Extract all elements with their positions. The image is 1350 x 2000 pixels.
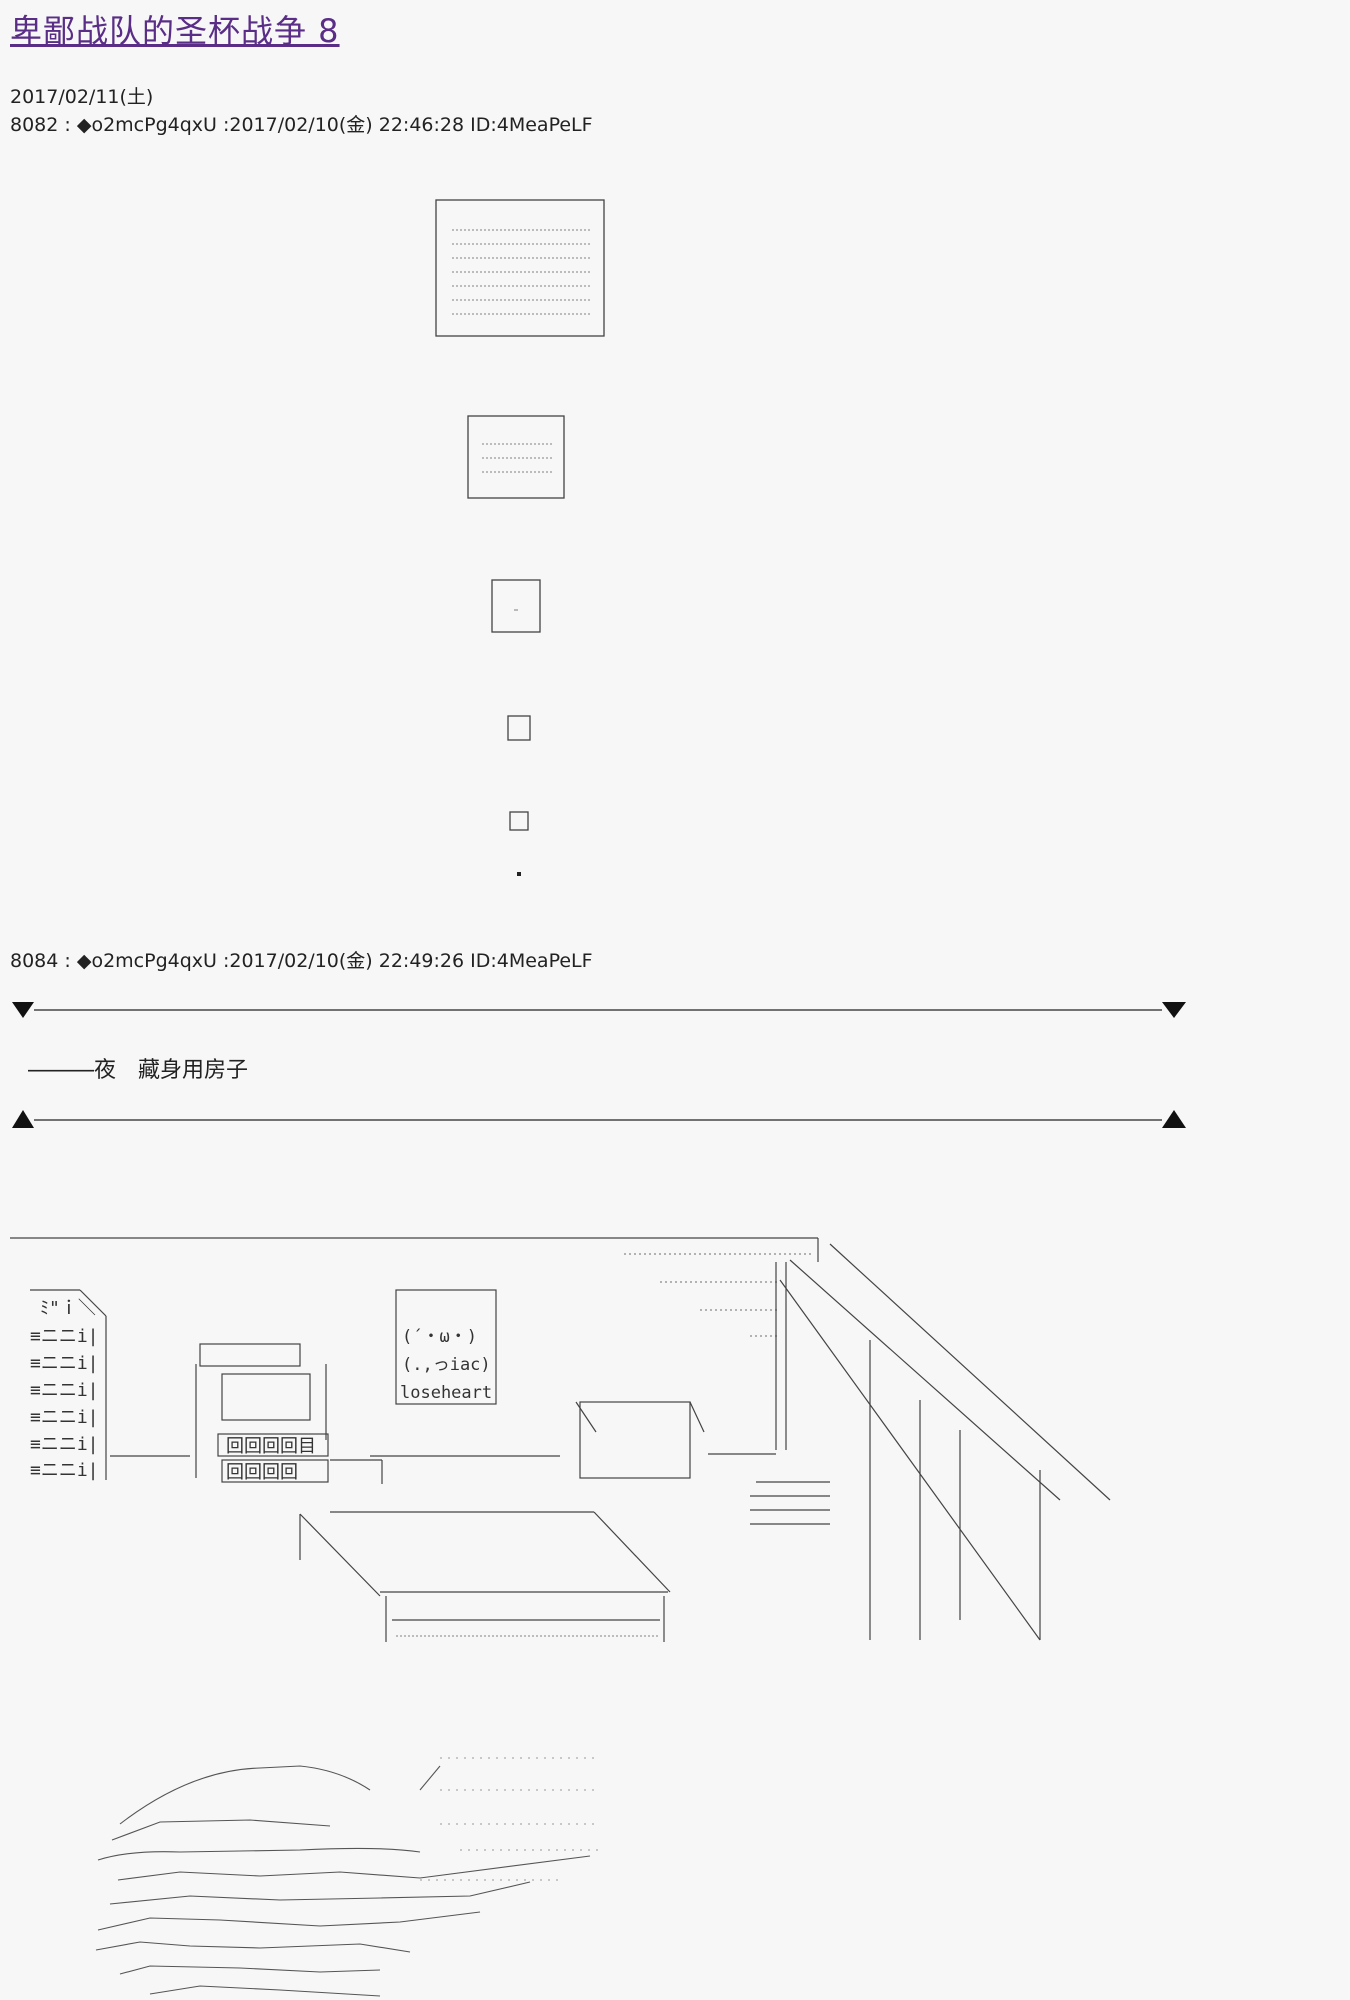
room-scene: [10, 1237, 1111, 1642]
shrinking-square-2: [467, 415, 565, 499]
poster-face: (´・ω・) (.,っiac) loseheart: [400, 1327, 492, 1403]
shrinking-dot: [517, 872, 521, 876]
scene-caption: ―――夜 藏身用房子: [28, 1058, 249, 1083]
svg-text:≡ニニi|: ≡ニニi|: [30, 1460, 99, 1481]
shrinking-square-1: [435, 199, 605, 337]
svg-text:loseheart: loseheart: [400, 1383, 492, 1403]
post-header-8082: 8082 : ◆o2mcPg4qxU :2017/02/10(金) 22:46:…: [10, 114, 593, 136]
svg-text:≡ニニi|: ≡ニニi|: [30, 1353, 99, 1374]
shrinking-square-5: [509, 811, 529, 831]
svg-text:≡ニニi|: ≡ニニi|: [30, 1380, 99, 1401]
svg-text:回回回回: 回回回回: [226, 1462, 298, 1483]
shelf-rows: ≡ニニi| ≡ニニi| ≡ニニi| ≡ニニi| ≡ニニi| ≡ニニi|: [30, 1326, 99, 1481]
shelf-label: ﾐ"ｉ＼: [40, 1298, 96, 1319]
shrinking-square-3: [491, 579, 541, 633]
scene-divider-top: [12, 1002, 1186, 1018]
svg-text:回回回回目: 回回回回目: [226, 1436, 316, 1457]
svg-text:≡ニニi|: ≡ニニi|: [30, 1326, 99, 1347]
keyboard-keys: 回回回回目 回回回回: [226, 1436, 316, 1483]
scene-divider-bottom: [12, 1110, 1186, 1128]
post-date: 2017/02/11(土): [10, 86, 154, 108]
shrinking-square-4: [507, 715, 531, 741]
page-title[interactable]: 卑鄙战队的圣杯战争 8: [10, 12, 340, 50]
svg-text:≡ニニi|: ≡ニニi|: [30, 1407, 99, 1428]
post-header-8084: 8084 : ◆o2mcPg4qxU :2017/02/10(金) 22:49:…: [10, 950, 593, 972]
svg-text:(´・ω・): (´・ω・): [402, 1327, 477, 1347]
svg-text:≡ニニi|: ≡ニニi|: [30, 1434, 99, 1455]
figure-sketch: [95, 1757, 600, 1997]
svg-text:(.,っiac): (.,っiac): [402, 1355, 491, 1375]
